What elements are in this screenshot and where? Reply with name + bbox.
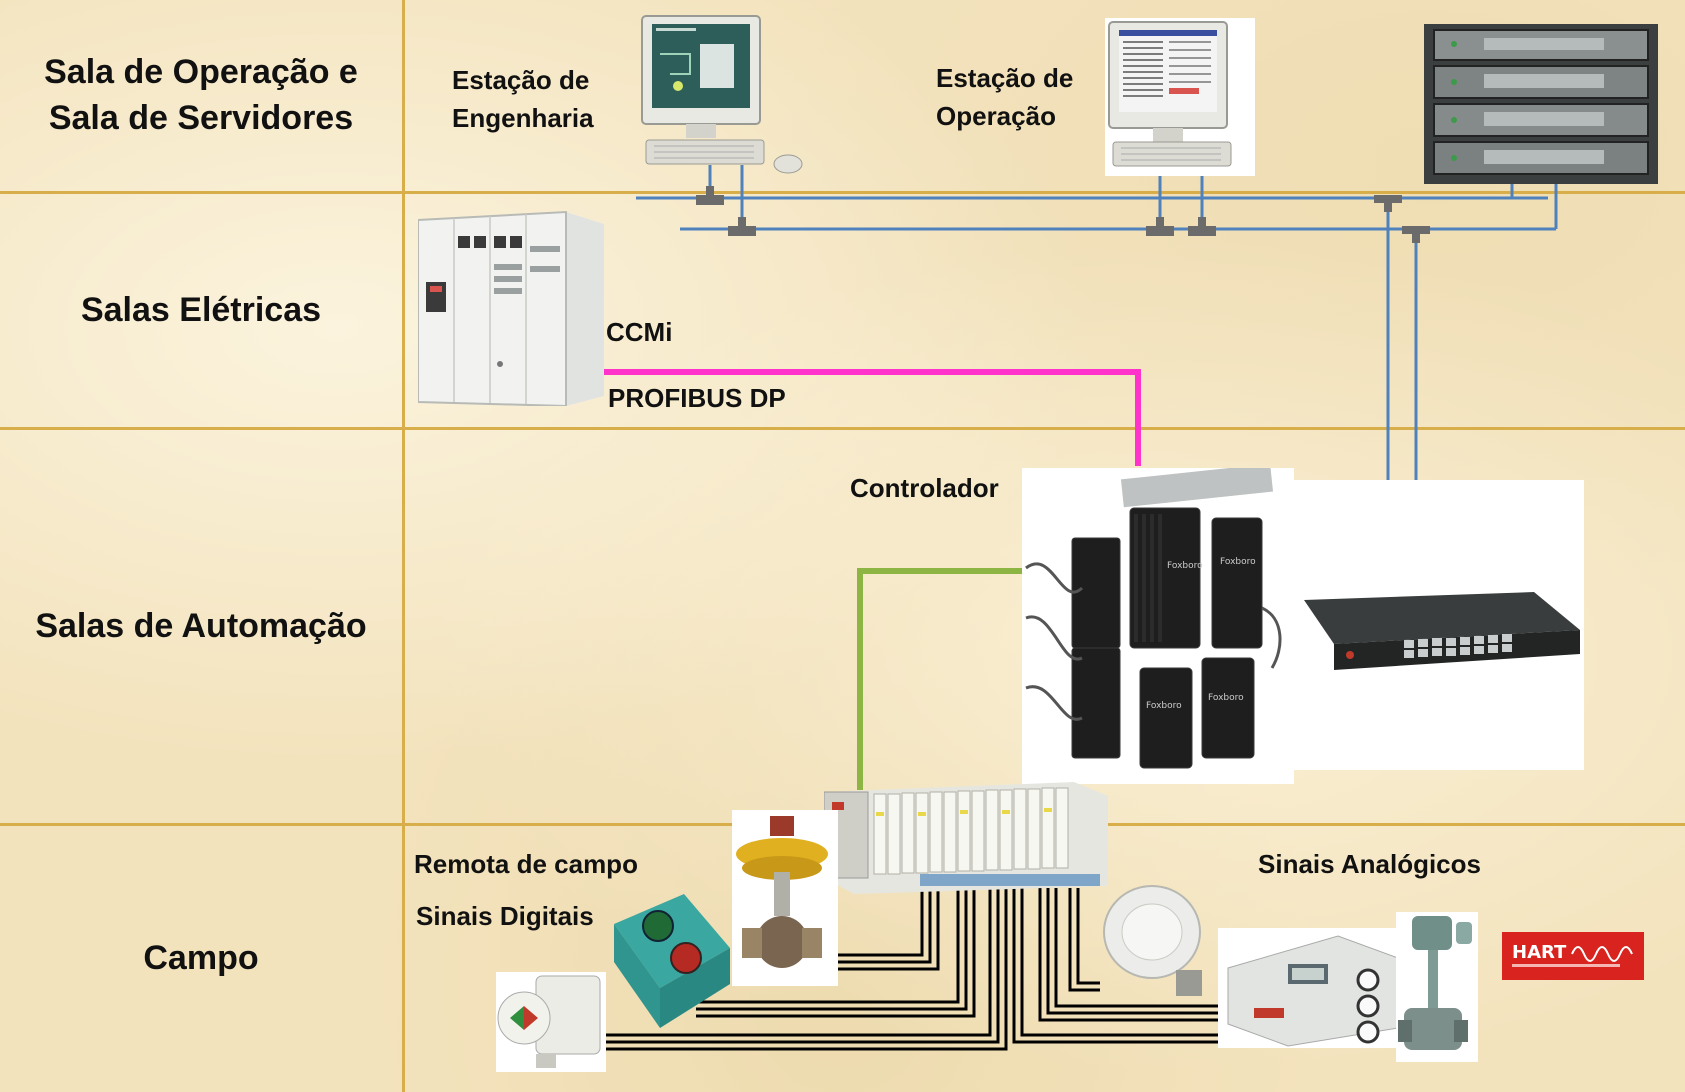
valve-positioner-icon	[1218, 928, 1408, 1048]
analog-signals-label: Sinais Analógicos	[1258, 849, 1481, 879]
zone-label-automation: Salas de Automação	[35, 606, 367, 645]
push-button-station-icon	[614, 894, 730, 1028]
zone-divider	[0, 427, 1685, 430]
controller-icon: Foxboro Foxboro Foxboro Foxboro	[1022, 468, 1294, 784]
ccmi-label: CCMi	[606, 317, 673, 347]
controller-brand-text: Foxboro	[1208, 693, 1244, 703]
engineering-station-label: Estação de Engenharia	[452, 65, 594, 133]
hart-logo-icon: HART	[1502, 932, 1644, 980]
controller-brand-text: Foxboro	[1146, 701, 1182, 711]
remote-field-label: Remota de campo	[414, 849, 638, 879]
operation-workstation-icon	[1105, 18, 1255, 176]
server-rack-icon	[1424, 24, 1658, 184]
field-wiring	[588, 888, 1398, 1051]
column-divider	[402, 0, 405, 1092]
control-valve-icon	[732, 810, 838, 986]
mcc-panel-icon	[418, 210, 604, 406]
zone-divider	[0, 191, 1685, 194]
remote-io-rack-icon	[824, 782, 1108, 894]
zone-label-operation-server: Sala de Operação e Sala de Servidores	[44, 52, 358, 137]
profibus-label: PROFIBUS DP	[608, 383, 786, 413]
transmitter-icon	[1103, 885, 1202, 996]
network-switch-icon	[1294, 480, 1584, 770]
hart-logo-text: HART	[1512, 942, 1567, 963]
flowmeter-icon	[1396, 912, 1478, 1062]
zone-label-field: Campo	[143, 939, 259, 978]
controller-label: Controlador	[850, 473, 999, 503]
engineering-workstation-icon	[641, 15, 803, 174]
zone-label-electrical: Salas Elétricas	[80, 290, 322, 329]
operation-station-label: Estação de Operação	[936, 63, 1074, 131]
network-taps	[696, 186, 1430, 243]
digital-signals-label: Sinais Digitais	[416, 901, 594, 931]
controller-link-line	[857, 568, 1024, 790]
controller-brand-text: Foxboro	[1220, 557, 1256, 567]
controller-brand-text: Foxboro	[1167, 561, 1203, 571]
limit-switch-icon	[496, 972, 606, 1072]
profibus-line	[598, 369, 1141, 466]
